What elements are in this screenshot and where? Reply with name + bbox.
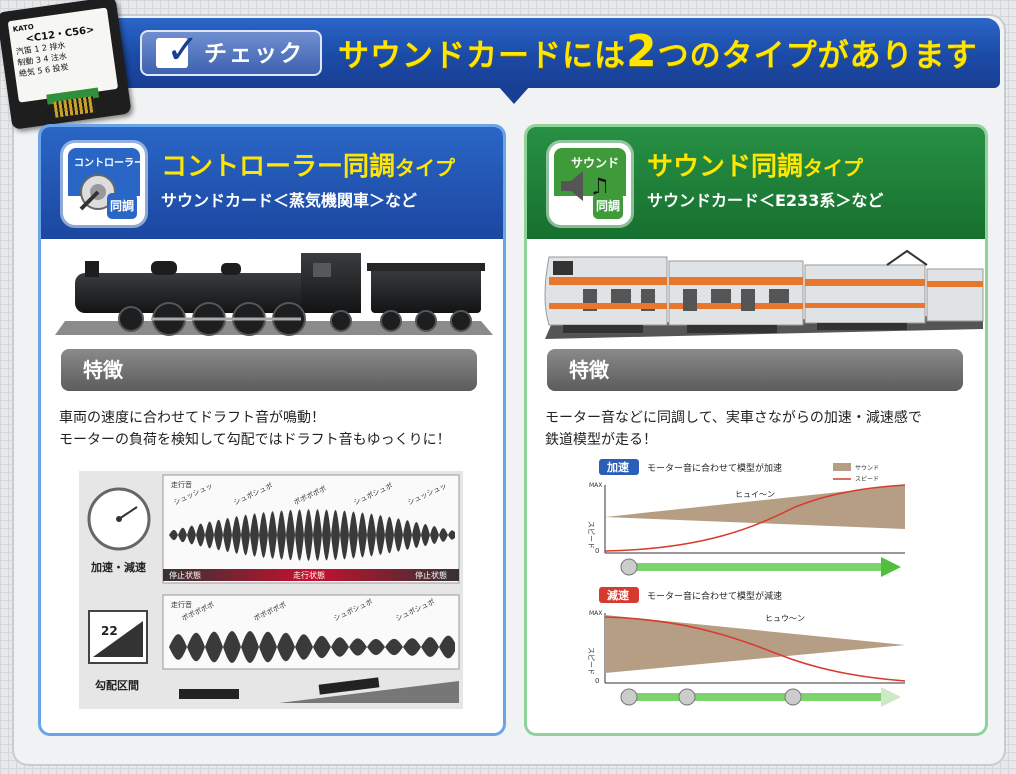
decel-tag [599,587,639,603]
slope-section-label: 勾配区間 [95,678,139,692]
accel-sound-text: ヒュイ〜ン [735,490,775,499]
controller-sync-icon: コントローラー 同調 [63,143,145,225]
state-stopped-end: 停止状態 [415,570,447,580]
decel-speed-line [604,616,906,682]
banner-pointer [498,86,530,104]
headline-pre: サウンドカードには [338,38,626,74]
decel-model-car-1 [620,688,638,706]
feature-label: 特徴 [83,358,123,382]
top-draft-waveform [169,509,455,561]
decel-sound-text: ヒュウ〜ン [765,614,805,623]
accel-speed-line [604,484,906,552]
controller-sync-header: コントローラー 同調 コントローラー同調タイプ サウンドカード＜蒸気機関車＞など [41,127,503,239]
desc-line-1: 車両の速度に合わせてドラフト音が鳴動！ [59,410,325,426]
decel-y-max: MAX [589,610,602,617]
icon-label: サウンド [570,156,619,170]
bottom-travel-sound-label: 走行音 [171,600,192,609]
controller-sync-panel: コントローラー 同調 コントローラー同調タイプ サウンドカード＜蒸気機関車＞など [38,124,506,736]
accel-model-car [620,558,638,576]
check-mark-icon: ✓ [166,27,200,73]
icon-sync-label: 同調 [593,193,623,219]
slope-sign-icon: 22 [88,610,148,664]
legend-speed-label: スピード [855,476,879,483]
feature-label: 特徴 [569,358,609,382]
check-badge: ✓ チェック [140,30,322,76]
legend-sound-label: サウンド [855,464,879,472]
decel-tag-label: 減速 [607,588,629,602]
state-stopped-start: 停止状態 [169,570,201,580]
decel-y-label: スピード [587,647,595,675]
slope-train-1 [179,689,239,699]
checkbox-icon: ✓ [156,30,200,70]
headline-number: 2 [626,26,658,77]
controller-sync-description: 車両の速度に合わせてドラフト音が鳴動！ モーターの負荷を検知して勾配ではドラフト… [59,407,489,451]
decel-model-car-2 [678,688,696,706]
e233-train-image [544,249,984,339]
speed-sound-diagram: 加速 モーター音に合わせて模型が加速 サウンド スピード MAX 0 スピード … [587,459,906,707]
desc-line-2: モーターの負荷を検知して勾配ではドラフト音もゆっくりに！ [59,432,451,448]
sound-card-label: KATO <C12・C56> 汽笛 1 2 排水 制動 3 4 注水 絶気 5 … [7,7,119,103]
accel-y-zero: 0 [595,547,599,555]
accel-tag [599,459,639,475]
feature-heading: 特徴 [547,349,963,391]
sound-sync-header: サウンド ♫ 同調 サウンド同調タイプ サウンドカード＜E233系＞など [527,127,985,239]
decel-model-car-3 [784,688,802,706]
page-headline: サウンドカードには2つのタイプがあります [338,24,978,84]
sound-sync-icon: サウンド ♫ 同調 [549,143,631,225]
sound-sync-panel: サウンド ♫ 同調 サウンド同調タイプ サウンドカード＜E233系＞など [524,124,988,736]
slope-train-2 [318,677,380,695]
top-travel-sound-label: 走行音 [171,480,192,489]
legend-sound-swatch [833,463,851,471]
sound-sync-description: モーター音などに同調して、実車さながらの加速・減速感で 鉄道模型が走る！ [545,407,975,451]
sound-sync-title: サウンド同調タイプ [647,149,863,186]
check-label: チェック [204,41,304,67]
icon-sync-label: 同調 [107,193,137,219]
desc-line-1: モーター音などに同調して、実車さながらの加速・減速感で [545,410,922,426]
bottomWave-path [169,631,455,663]
controller-knob-icon [79,174,116,211]
decel-y-zero: 0 [595,677,599,685]
state-running: 走行状態 [293,570,325,580]
title-main: コントローラー同調 [161,152,396,182]
topWave-path [169,509,455,561]
svg-text:22: 22 [101,624,118,638]
sound-card-product-image: KATO <C12・C56> 汽笛 1 2 排水 制動 3 4 注水 絶気 5 … [0,0,132,130]
decel-sound-area [605,615,905,673]
icon-label: コントローラー [74,158,144,169]
sound-sync-subtitle: サウンドカード＜E233系＞など [647,191,884,210]
title-main: サウンド同調 [647,152,804,182]
steam-locomotive-image [55,253,493,336]
title-suffix: タイプ [803,156,864,180]
controller-sync-title: コントローラー同調タイプ [161,149,455,186]
feature-heading: 特徴 [61,349,477,391]
title-suffix: タイプ [395,156,456,180]
decel-caption: モーター音に合わせて模型が減速 [647,590,782,602]
desc-line-2: 鉄道模型が走る！ [545,432,657,448]
accel-y-label: スピード [587,521,595,549]
accel-y-max: MAX [589,482,602,489]
bottom-draft-waveform [169,631,455,663]
accel-tag-label: 加速 [606,460,629,474]
controller-sync-subtitle: サウンドカード＜蒸気機関車＞など [161,191,418,210]
accel-decel-label: 加速・減速 [90,560,146,574]
accel-caption: モーター音に合わせて模型が加速 [647,462,782,474]
draft-sound-diagram: 加速・減速 22 勾配区間 走行音 シュッシュッ シュポシュポ ポポポポポ シュ… [79,471,463,709]
headline-post: つのタイプがあります [657,38,978,74]
